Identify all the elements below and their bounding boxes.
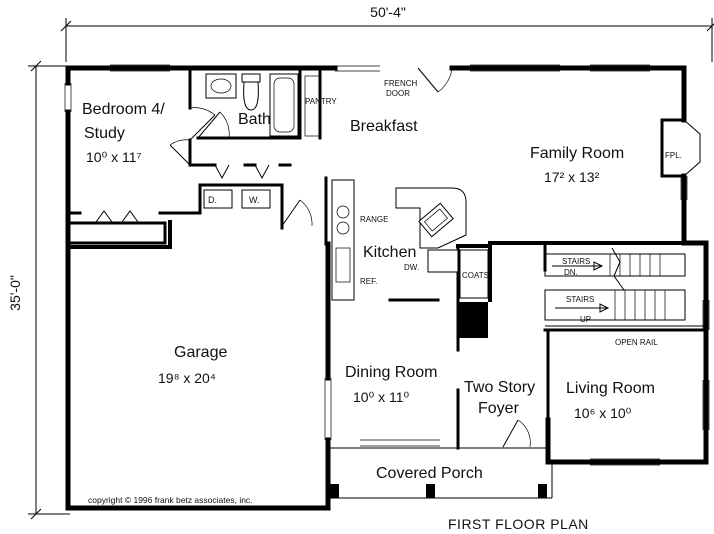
- coats-label: COATS: [462, 271, 489, 280]
- dining-room-size: 10⁰ x 11⁰: [353, 389, 409, 405]
- washer-label: W.: [249, 195, 260, 205]
- family-room-label: Family Room: [530, 145, 624, 162]
- stairs-down-label: STAIRS: [562, 257, 590, 266]
- living-room-size: 10⁶ x 10⁰: [574, 405, 632, 421]
- exterior-walls: [65, 65, 709, 511]
- french-door-label-1: FRENCH: [384, 79, 418, 88]
- stairs: [544, 247, 706, 327]
- range-label: RANGE: [360, 215, 388, 224]
- family-room-size: 17² x 13²: [544, 169, 600, 185]
- foyer-label-2: Foyer: [478, 400, 520, 417]
- plan-title: FIRST FLOOR PLAN: [448, 516, 589, 532]
- french-door-label-2: DOOR: [386, 89, 410, 98]
- bath-label: Bath: [238, 111, 271, 128]
- depth-dimension-line: [28, 60, 70, 520]
- dryer-label: D.: [208, 195, 217, 205]
- dishwasher-label: DW.: [404, 263, 419, 272]
- kitchen-counters: [331, 179, 467, 301]
- copyright-text: copyright © 1996 frank betz associates, …: [88, 495, 253, 505]
- depth-dimension: 35'-0": [7, 275, 23, 311]
- living-room-label: Living Room: [566, 380, 655, 397]
- refrigerator-label: REF.: [360, 277, 377, 286]
- stairs-up-up-label: UP: [580, 315, 591, 324]
- width-dimension-line: [60, 18, 714, 62]
- pantry-label: PANTRY: [305, 97, 337, 106]
- breakfast-label: Breakfast: [350, 118, 418, 135]
- stairs-down-dn-label: DN.: [564, 268, 578, 277]
- fireplace-label: FPL.: [665, 151, 682, 160]
- doors: [95, 67, 531, 448]
- width-dimension: 50'-4": [370, 4, 406, 20]
- windows: [64, 64, 710, 466]
- foyer-label: Two Story: [464, 379, 535, 396]
- coats-closet: [459, 249, 489, 299]
- fireplace: [660, 118, 701, 178]
- open-rail-label: OPEN RAIL: [615, 338, 658, 347]
- bedroom-size: 10⁰ x 11⁷: [86, 149, 142, 165]
- dining-room-label: Dining Room: [345, 364, 437, 381]
- bedroom-label: Bedroom 4/: [82, 101, 165, 118]
- stairs-up-label: STAIRS: [566, 295, 594, 304]
- garage-size: 19⁸ x 20⁴: [158, 370, 216, 386]
- laundry-closet: [203, 189, 271, 209]
- bath-fixtures: [205, 73, 320, 137]
- study-label: Study: [84, 125, 125, 142]
- powder-block: [458, 302, 488, 338]
- covered-porch-label: Covered Porch: [376, 465, 483, 482]
- kitchen-label: Kitchen: [363, 244, 416, 261]
- covered-porch: [330, 447, 553, 499]
- garage-label: Garage: [174, 344, 227, 361]
